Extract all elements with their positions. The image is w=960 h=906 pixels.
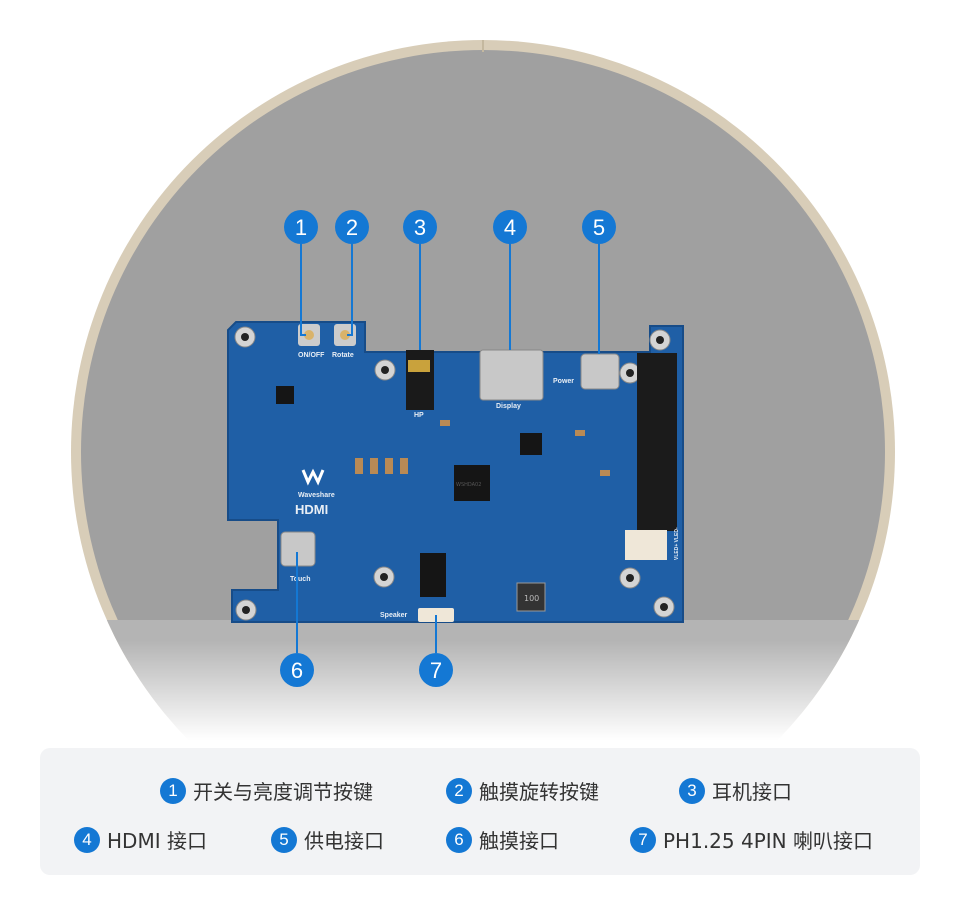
svg-text:5: 5 [593, 215, 605, 240]
label-hdmi: HDMI [295, 502, 328, 517]
legend-item-5: 5 供电接口 [271, 825, 384, 854]
callout-markers: 1 2 3 4 5 6 7 [280, 210, 616, 687]
svg-text:2: 2 [346, 215, 358, 240]
number-badge: 4 [74, 826, 100, 853]
ribbon-cable [637, 353, 677, 531]
product-diagram: ON/OFF Rotate HP Display Power Touch Spe… [0, 40, 960, 740]
legend-label: 供电接口 [304, 829, 384, 853]
number-badge: 3 [679, 777, 705, 804]
svg-text:1: 1 [295, 215, 307, 240]
number-badge: 1 [160, 777, 186, 804]
waveshare-logo [301, 468, 325, 486]
label-brand: Waveshare [298, 492, 335, 499]
legend-label: 开关与亮度调节按键 [193, 780, 373, 804]
bottom-fade [0, 640, 960, 740]
svg-text:6: 6 [291, 658, 303, 683]
legend-label: 触摸旋转按键 [479, 780, 599, 804]
legend-label: 耳机接口 [712, 780, 792, 804]
label-hp: HP [414, 412, 424, 419]
label-speaker: Speaker [380, 612, 408, 619]
legend-label: 触摸接口 [479, 829, 559, 853]
svg-text:7: 7 [430, 658, 442, 683]
legend-item-1: 1 开关与亮度调节按键 [160, 776, 373, 805]
legend-label: PH1.25 4PIN 喇叭接口 [663, 829, 873, 853]
callout-3: 3 [403, 210, 437, 244]
label-inductor: 100 [524, 594, 539, 603]
legend-item-4: 4 HDMI 接口 [74, 825, 207, 854]
label-power: Power [553, 378, 574, 385]
number-badge: 7 [630, 826, 656, 853]
legend-item-6: 6 触摸接口 [446, 825, 559, 854]
label-chip: WSHDA02 [456, 482, 481, 488]
label-display: Display [496, 403, 521, 410]
label-rotate: Rotate [332, 352, 354, 359]
inductor [516, 582, 546, 612]
power-usb-c [580, 353, 620, 390]
legend-label: HDMI 接口 [107, 829, 207, 853]
number-badge: 2 [446, 777, 472, 804]
callout-1: 1 [284, 210, 318, 244]
callout-7: 7 [419, 653, 453, 687]
label-vled: VLED+ VLED- [674, 527, 680, 560]
main-chip [454, 465, 490, 501]
label-on-off: ON/OFF [298, 352, 325, 359]
label-touch: Touch [290, 576, 310, 583]
hdmi-port [479, 349, 544, 401]
callout-4: 4 [493, 210, 527, 244]
amp-chip [420, 553, 446, 597]
svg-text:3: 3 [414, 215, 426, 240]
legend-item-3: 3 耳机接口 [679, 776, 792, 805]
number-badge: 5 [271, 826, 297, 853]
legend-item-7: 7 PH1.25 4PIN 喇叭接口 [630, 825, 873, 854]
callout-2: 2 [335, 210, 369, 244]
vled-connector [625, 530, 667, 560]
callout-lines [296, 244, 600, 653]
number-badge: 6 [446, 826, 472, 853]
legend-item-2: 2 触摸旋转按键 [446, 776, 599, 805]
driver-board: ON/OFF Rotate HP Display Power Touch Spe… [227, 321, 684, 623]
headphone-jack [406, 350, 434, 410]
callout-5: 5 [582, 210, 616, 244]
svg-text:4: 4 [504, 215, 516, 240]
callout-6: 6 [280, 653, 314, 687]
